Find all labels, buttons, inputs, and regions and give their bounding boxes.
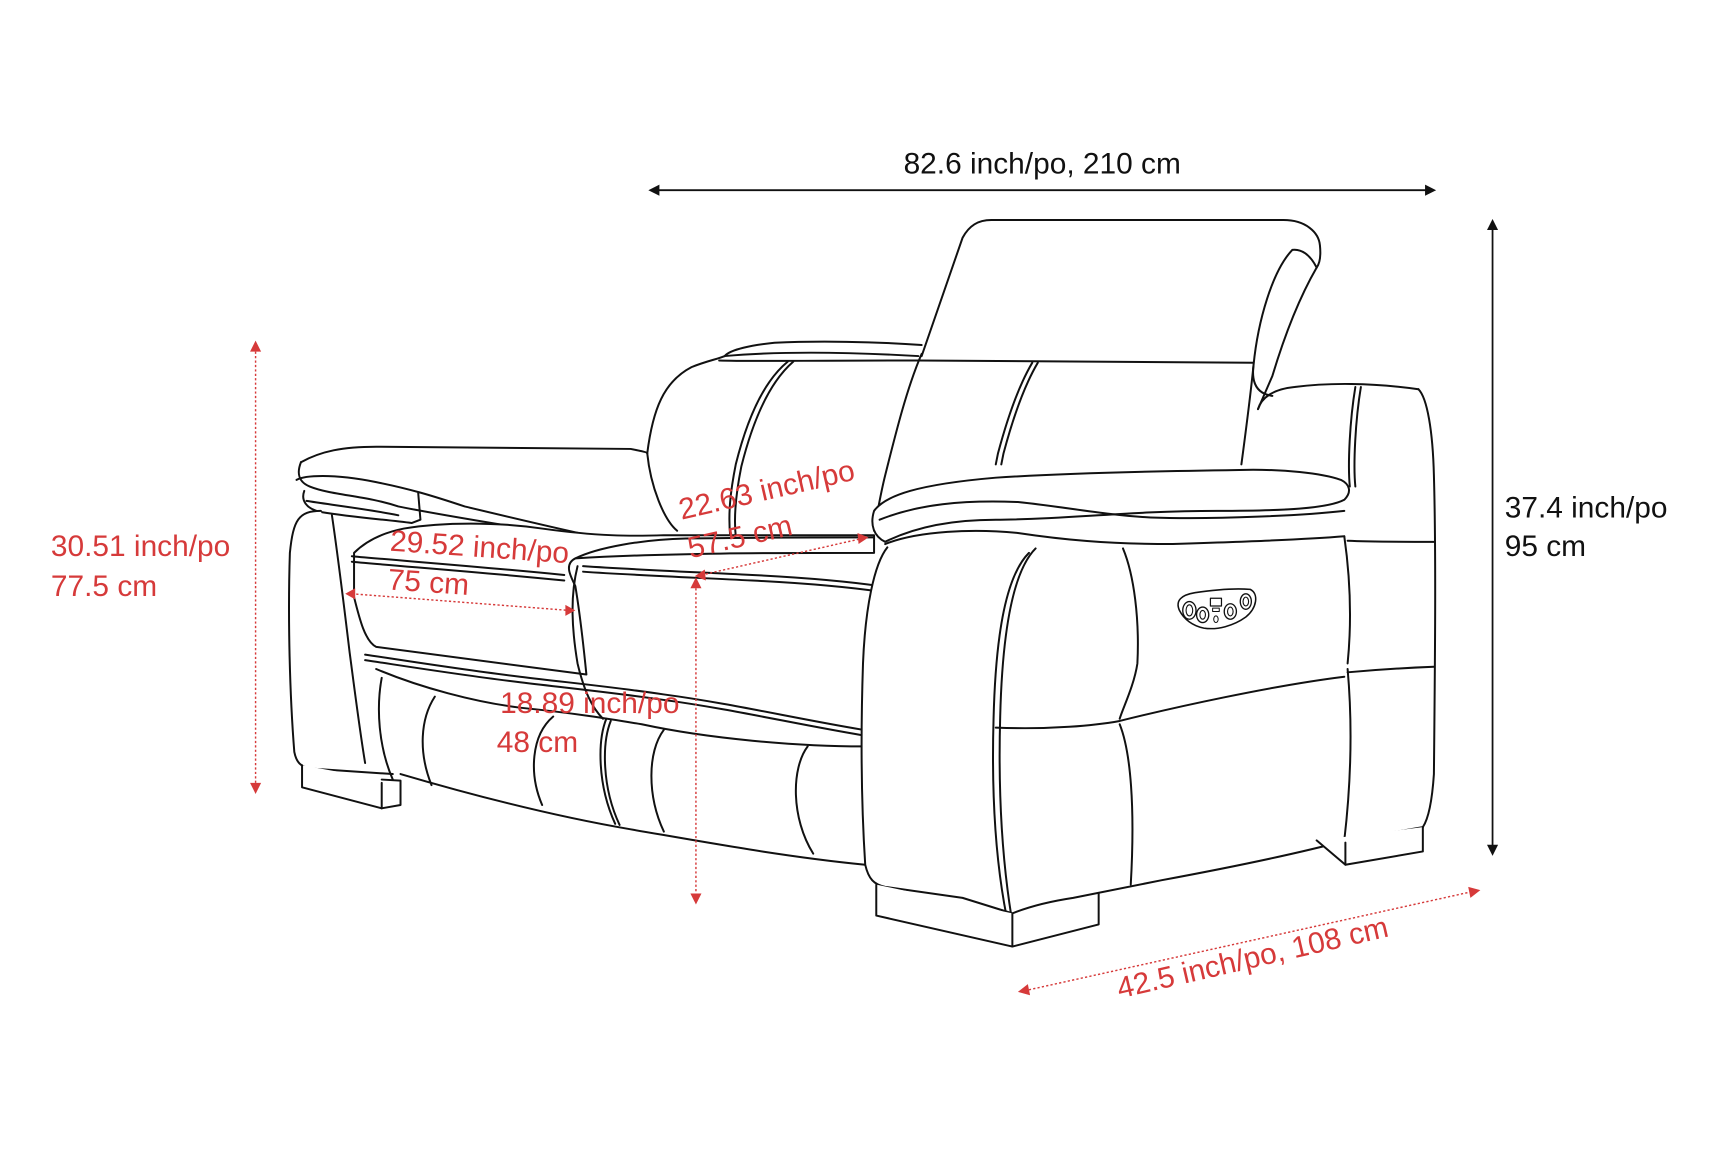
seat-height-dimension: 18.89 inch/po 48 cm [497,577,702,905]
width-dimension: 82.6 inch/po, 210 cm [648,148,1437,196]
height-label-cm: 95 cm [1505,530,1586,563]
arrow-left-icon [1017,984,1031,996]
arm-height-label-cm: 77.5 cm [51,570,157,603]
power-control-panel-icon [1177,588,1257,630]
arrow-right-icon [1425,184,1437,196]
arrow-left-icon [345,588,356,600]
arrow-right-icon [565,604,576,616]
width-label: 82.6 inch/po, 210 cm [904,148,1181,181]
arrow-down-icon [690,893,702,905]
height-label-inch: 37.4 inch/po [1505,492,1668,525]
arm-height-label-inch: 30.51 inch/po [51,530,230,563]
seat-height-label-inch: 18.89 inch/po [500,687,679,720]
arrow-right-icon [1468,886,1481,898]
arrow-down-icon [1487,844,1499,856]
arrow-up-icon [690,577,702,589]
depth-label: 42.5 inch/po, 108 cm [1114,911,1392,1005]
arrow-up-icon [250,340,262,352]
arm-height-dimension: 30.51 inch/po 77.5 cm [51,340,262,794]
seat-height-label-cm: 48 cm [497,726,578,759]
arrow-down-icon [250,782,262,794]
seat-width-label-cm: 75 cm [387,563,470,602]
height-dimension: 37.4 inch/po 95 cm [1487,218,1668,856]
seat-depth-dimension: 22.63 inch/po 57.5 cm [676,454,869,581]
arrow-up-icon [1487,218,1499,230]
arrow-right-icon [857,532,869,545]
arrow-left-icon [694,569,706,581]
sofa-outline [288,219,1437,948]
arrow-left-icon [648,184,660,196]
